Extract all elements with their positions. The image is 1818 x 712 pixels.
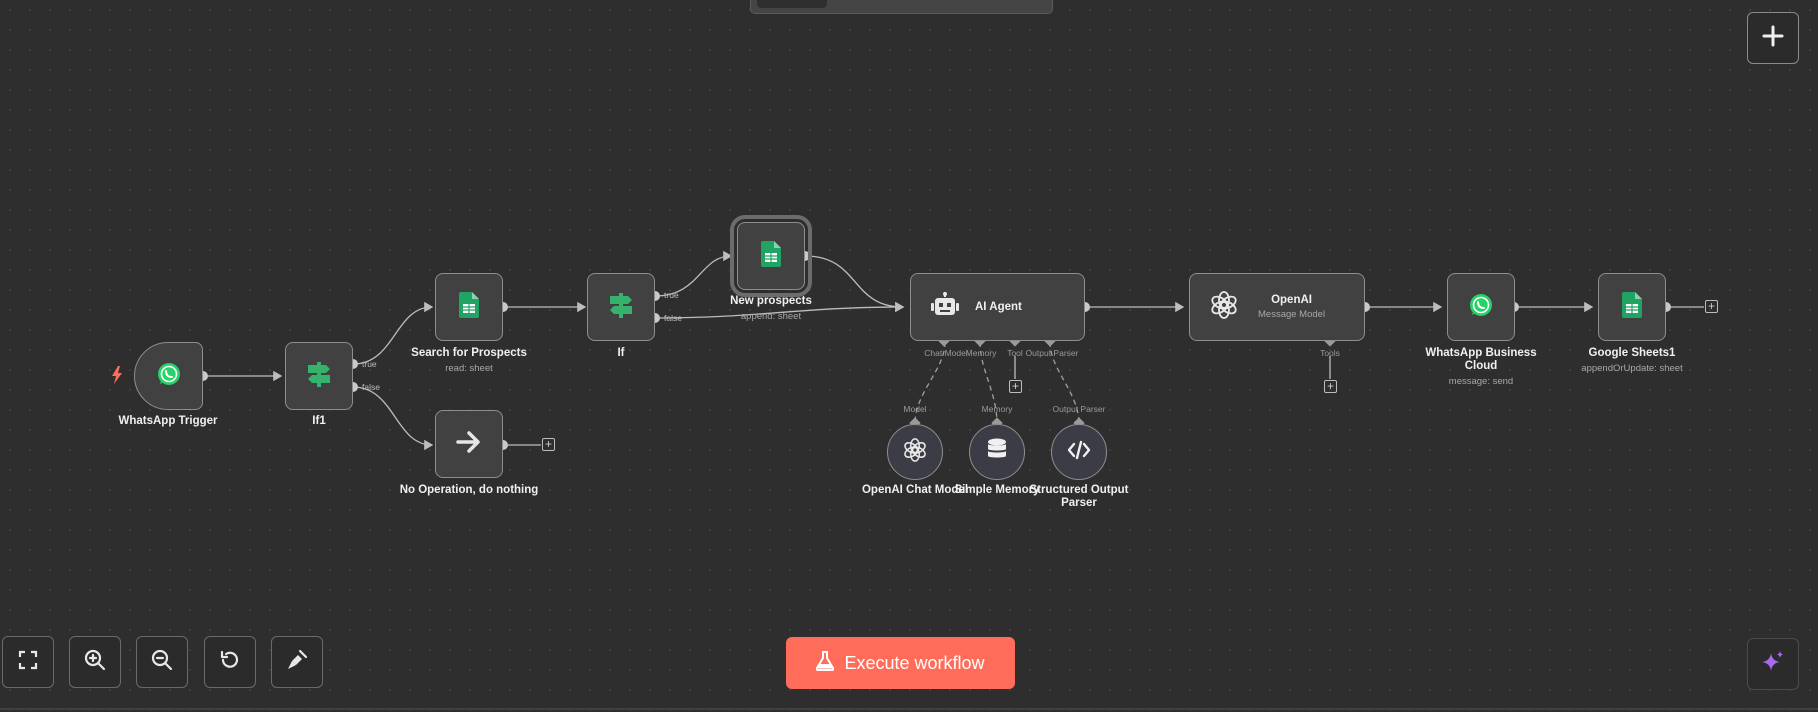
signpost-icon bbox=[606, 290, 636, 325]
node-subtitle: message: send bbox=[1448, 376, 1514, 387]
node-label: Search for Prospects bbox=[411, 347, 527, 359]
node-label: If1 bbox=[312, 415, 326, 427]
branch-false-label: false bbox=[664, 313, 682, 323]
add-tool-button[interactable]: + bbox=[1324, 380, 1337, 393]
node-subtitle: append: sheet bbox=[740, 311, 802, 322]
reset-zoom-icon bbox=[219, 649, 241, 676]
node-label: New prospects bbox=[730, 295, 812, 307]
node-no-operation[interactable] bbox=[435, 410, 503, 478]
execute-workflow-button[interactable]: Execute workflow bbox=[786, 637, 1015, 689]
node-simple-memory[interactable] bbox=[969, 424, 1025, 480]
node-subtitle: read: sheet bbox=[445, 363, 493, 374]
node-ai-agent[interactable]: AI Agent bbox=[910, 273, 1085, 341]
add-node-button[interactable] bbox=[1747, 12, 1799, 64]
robot-icon bbox=[931, 291, 959, 323]
port-label-tools: Tools bbox=[1320, 348, 1340, 358]
connection bbox=[654, 301, 905, 319]
node-google-sheets1[interactable] bbox=[1598, 273, 1666, 341]
node-whatsapp-trigger[interactable] bbox=[134, 342, 203, 410]
add-node-after-button[interactable]: + bbox=[1705, 300, 1718, 313]
whatsapp-icon bbox=[156, 361, 182, 392]
node-label: AI Agent bbox=[975, 301, 1022, 313]
connection bbox=[804, 255, 905, 313]
node-subtitle: Message Model bbox=[1258, 309, 1326, 320]
node-label: OpenAI bbox=[1271, 294, 1312, 306]
sparkle-icon bbox=[1760, 649, 1786, 680]
port-label-chat-model: Chat Model bbox=[924, 348, 968, 358]
ask-ai-button[interactable] bbox=[1747, 638, 1799, 690]
node-label: Google Sheets1 bbox=[1588, 347, 1676, 359]
connection-label-output-parser: Output Parser bbox=[1052, 404, 1106, 414]
whatsapp-icon bbox=[1468, 292, 1494, 323]
port-label-output-parser: Output Parser bbox=[1025, 348, 1079, 358]
top-panel-tab[interactable] bbox=[750, 0, 1053, 14]
canvas-bottom-border bbox=[0, 708, 1818, 710]
node-subtitle: appendOrUpdate: sheet bbox=[1581, 363, 1683, 374]
ai-connection bbox=[979, 341, 998, 425]
node-label: WhatsApp Trigger bbox=[118, 415, 218, 427]
tidy-up-icon bbox=[286, 649, 308, 676]
arrow-right-icon bbox=[455, 429, 483, 460]
port-label-tool: Tool bbox=[1007, 348, 1023, 358]
google-sheets-icon bbox=[1622, 291, 1642, 323]
signpost-icon bbox=[304, 359, 334, 394]
connection-label-model: Model bbox=[903, 404, 927, 414]
port-label-memory: Memory bbox=[965, 348, 997, 358]
zoom-out-button[interactable] bbox=[136, 636, 188, 688]
connection bbox=[352, 386, 434, 451]
connection bbox=[352, 301, 434, 365]
node-label: No Operation, do nothing bbox=[399, 484, 539, 496]
code-icon bbox=[1067, 440, 1091, 465]
node-if1[interactable] bbox=[285, 342, 353, 410]
branch-true-label: true bbox=[362, 359, 377, 369]
openai-icon bbox=[1210, 290, 1238, 324]
branch-false-label: false bbox=[362, 382, 380, 392]
zoom-in-button[interactable] bbox=[69, 636, 121, 688]
node-search-for-prospects[interactable] bbox=[435, 273, 503, 341]
node-label: If bbox=[617, 347, 625, 359]
connection-label-memory: Memory bbox=[981, 404, 1013, 414]
zoom-in-icon bbox=[84, 649, 106, 676]
trigger-bolt-icon bbox=[111, 366, 123, 389]
connection bbox=[654, 250, 733, 297]
tidy-up-button[interactable] bbox=[271, 636, 323, 688]
plus-icon bbox=[1762, 25, 1784, 52]
database-icon bbox=[986, 438, 1008, 467]
openai-icon bbox=[903, 437, 927, 467]
node-whatsapp-business-cloud[interactable] bbox=[1447, 273, 1515, 341]
add-tool-button[interactable]: + bbox=[1009, 380, 1022, 393]
execute-workflow-label: Execute workflow bbox=[844, 652, 985, 673]
zoom-out-icon bbox=[151, 649, 173, 676]
reset-zoom-button[interactable] bbox=[204, 636, 256, 688]
node-new-prospects[interactable] bbox=[730, 215, 812, 297]
fit-view-button[interactable] bbox=[2, 636, 54, 688]
google-sheets-icon bbox=[459, 291, 479, 323]
flask-icon bbox=[816, 650, 835, 676]
node-structured-output-parser[interactable] bbox=[1051, 424, 1107, 480]
add-node-after-button[interactable]: + bbox=[542, 438, 555, 451]
node-label: OpenAI Chat Model bbox=[861, 484, 969, 496]
node-openai-chat-model[interactable] bbox=[887, 424, 943, 480]
google-sheets-icon bbox=[761, 240, 781, 272]
node-openai[interactable]: OpenAI Message Model bbox=[1189, 273, 1365, 341]
node-label: Simple Memory bbox=[954, 484, 1040, 496]
branch-true-label: true bbox=[664, 290, 679, 300]
fit-view-icon bbox=[18, 650, 38, 675]
node-if[interactable] bbox=[587, 273, 655, 341]
